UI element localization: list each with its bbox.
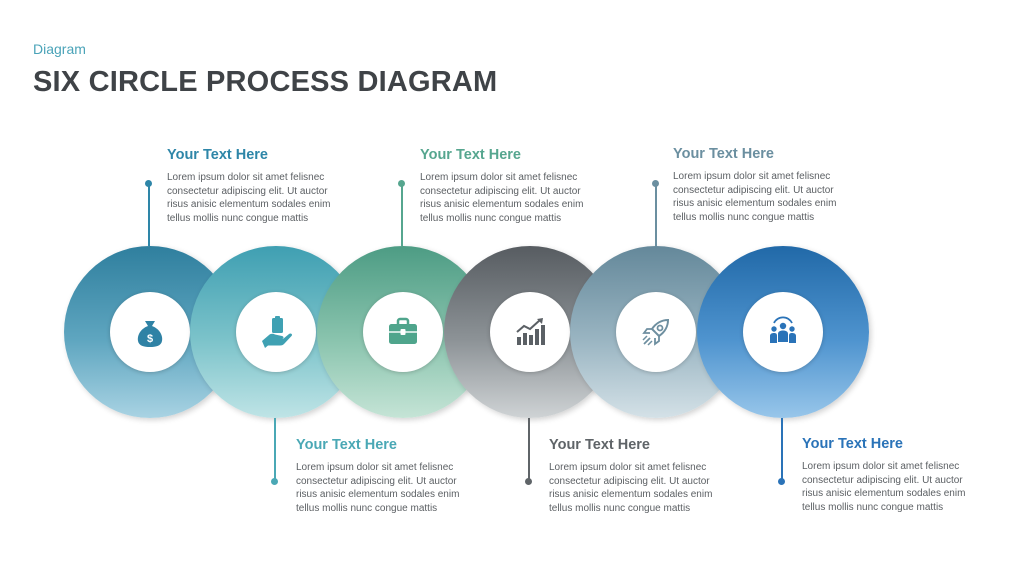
- connector-line-4: [528, 418, 530, 480]
- connector-line-2: [274, 418, 276, 480]
- connector-line-1: [148, 184, 150, 246]
- step-body-3: Lorem ipsum dolor sit amet felisnec cons…: [420, 172, 584, 225]
- slide-title: SIX CIRCLE PROCESS DIAGRAM: [33, 66, 498, 98]
- connector-dot-4: [525, 478, 532, 485]
- step-body-5: Lorem ipsum dolor sit amet felisnec cons…: [673, 171, 837, 224]
- process-circle-6: [697, 246, 869, 418]
- step-body-4: Lorem ipsum dolor sit amet felisnec cons…: [549, 462, 713, 515]
- step-heading-2: Your Text Here: [296, 437, 397, 453]
- step-heading-4: Your Text Here: [549, 437, 650, 453]
- connector-dot-5: [652, 180, 659, 187]
- icon-holder-3: [363, 292, 443, 372]
- connector-line-3: [401, 184, 403, 246]
- money-bag-icon: $: [137, 321, 163, 347]
- growth-chart-icon: [516, 318, 545, 345]
- step-heading-1: Your Text Here: [167, 147, 268, 163]
- step-text-1: Your Text Here Lorem ipsum dolor sit ame…: [167, 147, 347, 226]
- step-body-1: Lorem ipsum dolor sit amet felisnec cons…: [167, 172, 331, 225]
- step-text-6: Your Text Here Lorem ipsum dolor sit ame…: [802, 436, 982, 515]
- connector-dot-1: [145, 180, 152, 187]
- icon-holder-4: [490, 292, 570, 372]
- step-text-5: Your Text Here Lorem ipsum dolor sit ame…: [673, 146, 853, 225]
- step-text-2: Your Text Here Lorem ipsum dolor sit ame…: [296, 437, 476, 516]
- connector-line-6: [781, 418, 783, 480]
- hand-holding-clipboard-icon: [262, 316, 293, 348]
- step-heading-3: Your Text Here: [420, 147, 521, 163]
- step-heading-6: Your Text Here: [802, 436, 903, 452]
- step-text-3: Your Text Here Lorem ipsum dolor sit ame…: [420, 147, 600, 226]
- slide-subtitle: Diagram: [33, 41, 86, 57]
- step-heading-5: Your Text Here: [673, 146, 774, 162]
- connector-dot-6: [778, 478, 785, 485]
- icon-holder-1: $: [110, 292, 190, 372]
- connector-line-5: [655, 184, 657, 246]
- rocket-icon: [642, 318, 670, 346]
- step-body-2: Lorem ipsum dolor sit amet felisnec cons…: [296, 462, 460, 515]
- step-body-6: Lorem ipsum dolor sit amet felisnec cons…: [802, 461, 966, 514]
- icon-holder-2: [236, 292, 316, 372]
- svg-text:$: $: [147, 333, 153, 345]
- process-circle-3: [317, 246, 489, 418]
- step-text-4: Your Text Here Lorem ipsum dolor sit ame…: [549, 437, 729, 516]
- team-icon: [770, 316, 796, 343]
- briefcase-icon: [389, 317, 417, 344]
- connector-dot-3: [398, 180, 405, 187]
- icon-holder-5: [616, 292, 696, 372]
- icon-holder-6: [743, 292, 823, 372]
- connector-dot-2: [271, 478, 278, 485]
